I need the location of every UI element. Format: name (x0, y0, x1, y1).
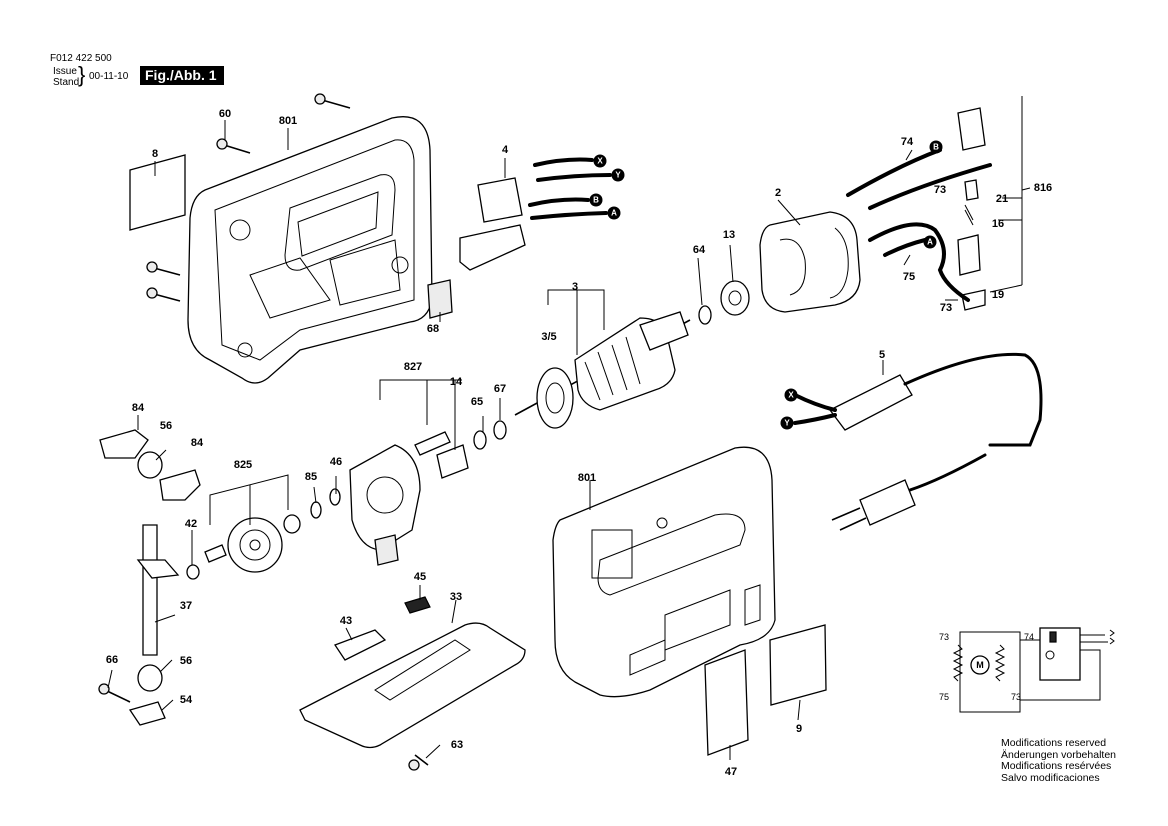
callout-63: 63 (450, 739, 464, 751)
callout-46: 46 (329, 456, 343, 468)
part-number: F012 422 500 (50, 53, 112, 64)
leader-lines (107, 120, 1031, 760)
wire-marker-x-switch: X (593, 154, 607, 168)
group-brackets (209, 289, 605, 525)
callout-5: 5 (878, 349, 886, 361)
washer-64 (698, 305, 712, 325)
figure-title: Fig./Abb. 1 (140, 66, 224, 85)
modification-notes: Modifications reserved Änderungen vorbeh… (1001, 737, 1117, 784)
wire-marker-a-field: A (923, 235, 937, 249)
callout-4: 4 (501, 144, 509, 156)
callout-825: 825 (233, 459, 253, 471)
wire-marker-b-field: B (929, 140, 943, 154)
wire-marker-b-switch: B (589, 193, 603, 207)
callout-75: 75 (902, 271, 916, 283)
base-plate-33 (299, 596, 526, 771)
field-2 (759, 211, 861, 313)
motor-symbol-label: M (976, 660, 984, 670)
callout-9: 9 (795, 723, 803, 735)
callout-73-upper: 73 (933, 184, 947, 196)
washer-65 (473, 430, 487, 450)
callout-56-lower: 56 (179, 655, 193, 667)
armature-3 (514, 311, 691, 429)
header-brace: } (78, 62, 86, 87)
callout-85: 85 (304, 471, 318, 483)
label-plate-47 (704, 649, 749, 756)
callout-801-left: 801 (278, 115, 298, 127)
callout-827: 827 (403, 361, 423, 373)
issue-date: 00-11-10 (89, 71, 129, 82)
callout-56-upper: 56 (159, 420, 173, 432)
bearing-13 (720, 280, 750, 316)
note-english: Modifications reserved (1001, 737, 1107, 749)
callout-16: 16 (991, 218, 1005, 230)
schematic-label-73-bottom: 73 (1010, 692, 1022, 702)
callout-19: 19 (991, 289, 1005, 301)
callout-33: 33 (449, 591, 463, 603)
wire-marker-a-switch: A (607, 206, 621, 220)
brush-assembly-816 (846, 96, 1023, 311)
power-cord-5 (793, 352, 1043, 531)
callout-45: 45 (413, 571, 427, 583)
wire-marker-y-cord: Y (780, 416, 794, 430)
callout-54: 54 (179, 694, 193, 706)
callout-68: 68 (426, 323, 440, 335)
callout-65: 65 (470, 396, 484, 408)
stand-label: Stand (53, 77, 80, 88)
schematic-label-75: 75 (938, 692, 950, 702)
callout-3-5: 3/5 (541, 331, 557, 343)
callout-66: 66 (105, 654, 119, 666)
washer-67 (493, 420, 507, 440)
issue-label: Issue (53, 66, 77, 77)
part-68 (427, 279, 453, 319)
callout-8: 8 (151, 148, 159, 160)
label-plate-9 (769, 624, 827, 706)
callout-14: 14 (449, 376, 463, 388)
callout-13: 13 (722, 229, 736, 241)
callout-84-upper: 84 (131, 402, 145, 414)
callout-67: 67 (493, 383, 507, 395)
callout-37: 37 (179, 600, 193, 612)
housing-right-801 (552, 446, 776, 698)
callout-73-lower: 73 (939, 302, 953, 314)
schematic-label-74: 74 (1023, 632, 1035, 642)
callout-47: 47 (724, 766, 738, 778)
label-plate-8 (129, 154, 186, 231)
switch-4 (459, 157, 612, 271)
note-french: Modifications resérvées (1001, 760, 1112, 772)
callout-42: 42 (184, 518, 198, 530)
screws-60 (146, 93, 351, 302)
callout-84-lower: 84 (190, 437, 204, 449)
callout-60: 60 (218, 108, 232, 120)
callout-43: 43 (339, 615, 353, 627)
callout-3: 3 (571, 281, 579, 293)
callout-21: 21 (995, 193, 1009, 205)
note-german: Änderungen vorbehalten (1001, 748, 1117, 761)
gear-housing (349, 431, 469, 566)
wire-marker-y-switch: Y (611, 168, 625, 182)
callout-64: 64 (692, 244, 706, 256)
gear-825 (186, 488, 341, 580)
wire-marker-x-cord: X (784, 388, 798, 402)
note-spanish: Salvo modificaciones (1001, 771, 1100, 784)
callout-801-right: 801 (577, 472, 597, 484)
wiring-schematic (952, 627, 1115, 713)
housing-left-801 (187, 116, 433, 384)
callout-74: 74 (900, 136, 914, 148)
plunger-37 (98, 429, 201, 726)
callout-816: 816 (1033, 182, 1053, 194)
callout-2: 2 (774, 187, 782, 199)
schematic-label-73-top: 73 (938, 632, 950, 642)
